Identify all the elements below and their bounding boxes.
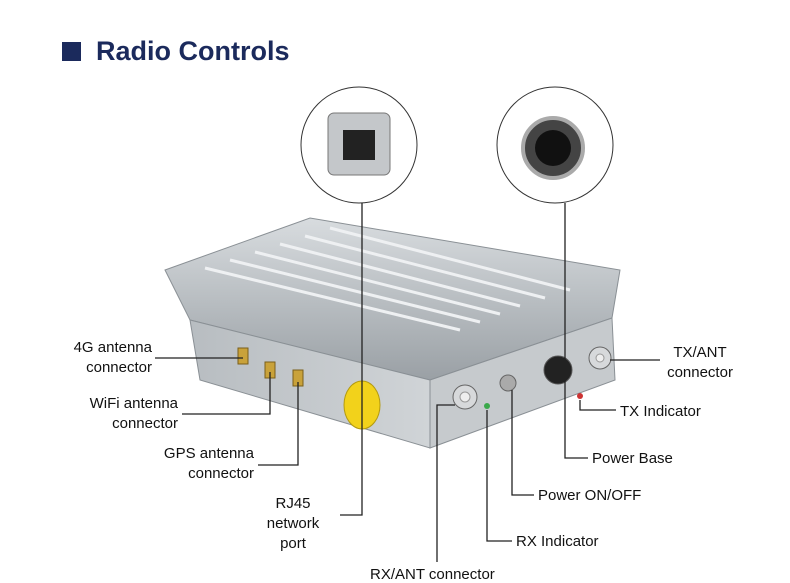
heat-fins [204,226,571,332]
title-square-icon [62,42,81,61]
leader-lines [155,203,660,562]
section-title: Radio Controls [62,36,290,67]
power-switch [499,374,517,392]
tx-indicator-led [577,393,583,399]
label-rx-ant: RX/ANT connector [370,566,495,583]
title-text: Radio Controls [96,36,290,66]
enclosure-side [429,317,616,449]
label-tx-indicator: TX Indicator [620,403,701,420]
label-rx-indicator: RX Indicator [516,533,599,550]
label-power-base: Power Base [592,450,673,467]
4g-connector [237,347,249,365]
label-power-onoff: Power ON/OFF [538,487,642,504]
power-base [543,355,573,385]
rx-indicator-led [484,403,490,409]
